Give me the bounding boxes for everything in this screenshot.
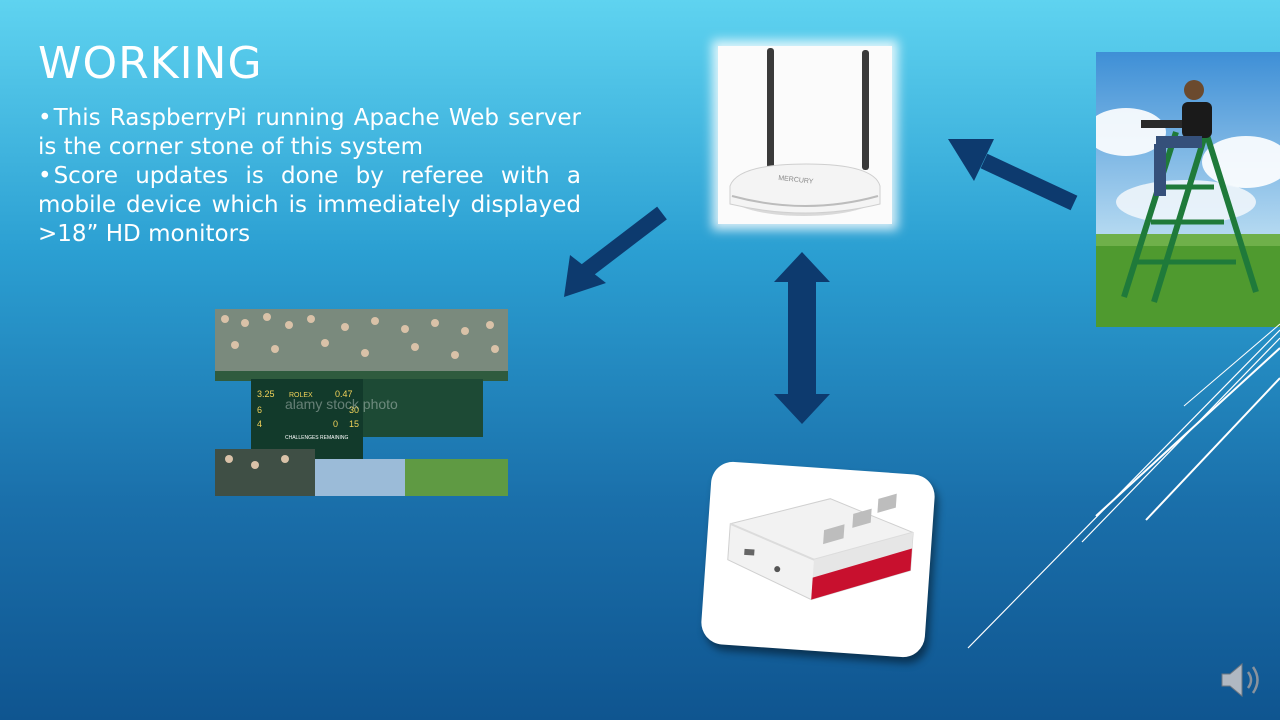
slide-title: WORKING — [38, 38, 263, 89]
referee-illustration — [1096, 52, 1280, 327]
scoreboard-row2-score: 15 — [349, 419, 359, 429]
scoreboard-brand: ROLEX — [289, 392, 313, 399]
scoreboard-clock: 0.47 — [335, 389, 353, 399]
stock-watermark: alamy stock photo — [285, 396, 398, 412]
arrow-down-left-icon — [564, 206, 667, 297]
scoreboard-challenges: CHALLENGES REMAINING — [285, 435, 348, 441]
stadium-image: 3.25 ROLEX 0.47 6 30 4 0 15 CHALLENGES R… — [215, 309, 508, 496]
router-brand: MERCURY — [778, 175, 814, 186]
bullet-marker: • — [38, 105, 52, 131]
bullet-item: •This RaspberryPi running Apache Web ser… — [38, 104, 581, 162]
stadium-illustration: 3.25 ROLEX 0.47 6 30 4 0 15 CHALLENGES R… — [215, 309, 508, 496]
bullet-text: This RaspberryPi running Apache Web serv… — [38, 105, 581, 160]
decorative-lines — [967, 323, 1280, 649]
bullet-list: •This RaspberryPi running Apache Web ser… — [38, 104, 581, 249]
scoreboard-row1-score: 30 — [349, 405, 359, 415]
bullet-marker: • — [38, 163, 52, 189]
bullet-text: Score updates is done by referee with a … — [38, 163, 581, 247]
referee-image — [1096, 52, 1280, 327]
arrow-left-icon — [948, 139, 1078, 211]
speaker-icon[interactable] — [1218, 660, 1266, 700]
arrow-up-down-icon — [774, 252, 830, 424]
router-illustration: MERCURY — [729, 48, 881, 216]
scoreboard-row1: 6 — [257, 405, 262, 415]
router-image: MERCURY — [718, 46, 892, 224]
scoreboard-row2-left: 0 — [333, 419, 338, 429]
raspberry-pi-illustration — [727, 493, 914, 601]
raspberry-pi-image — [699, 460, 937, 659]
scoreboard-time: 3.25 — [257, 389, 275, 399]
bullet-item: •Score updates is done by referee with a… — [38, 162, 581, 249]
scoreboard-row2: 4 — [257, 419, 262, 429]
